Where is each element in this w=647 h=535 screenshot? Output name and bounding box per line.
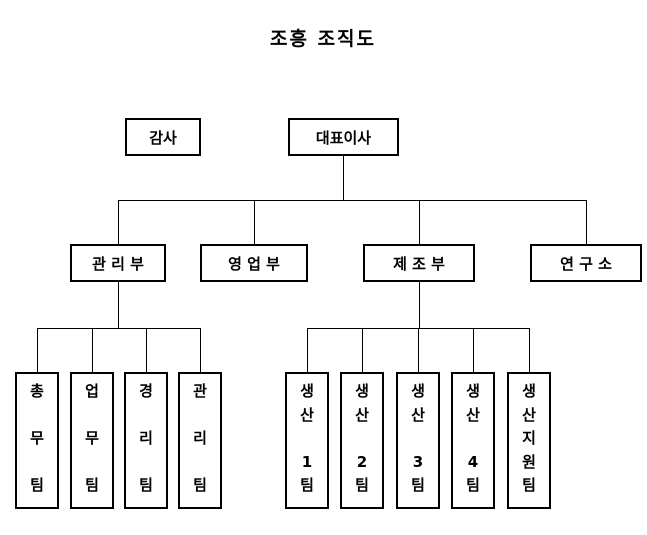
vertical-char: 생	[522, 382, 536, 400]
vertical-char	[34, 451, 39, 475]
org-node-manufacturing-dept: 제 조 부	[363, 244, 475, 282]
vertical-char: 4	[467, 452, 479, 471]
vertical-char	[143, 451, 148, 475]
vertical-char: 산	[300, 405, 314, 424]
vertical-char: 팀	[193, 476, 207, 494]
vertical-char: 리	[193, 429, 207, 447]
vertical-char: 총	[30, 382, 44, 400]
connector-manufacturing-vertical	[419, 282, 420, 328]
connector-drop-manufacturing	[419, 200, 420, 244]
vertical-char: 팀	[411, 476, 425, 494]
vertical-char	[415, 427, 420, 451]
vertical-char: 경	[139, 382, 153, 400]
vertical-char	[197, 404, 202, 428]
connector-drop-production-2-team	[362, 328, 363, 372]
connector-drop-production-1-team	[307, 328, 308, 372]
org-node-auditor: 감사	[125, 118, 201, 156]
vertical-char: 팀	[139, 476, 153, 494]
connector-drop-management	[118, 200, 119, 244]
vertical-char	[89, 451, 94, 475]
vertical-char: 팀	[30, 476, 44, 494]
vertical-char: 1	[301, 452, 313, 471]
vertical-char: 산	[411, 405, 425, 424]
org-node-sales-dept: 영 업 부	[200, 244, 308, 282]
vertical-char: 원	[522, 452, 536, 471]
vertical-char: 팀	[522, 476, 536, 494]
connector-ceo-vertical	[343, 156, 344, 200]
vertical-char: 무	[85, 429, 99, 447]
vertical-char	[304, 427, 309, 451]
org-node-accounting-team: 경 리 팀	[124, 372, 168, 509]
vertical-char: 팀	[85, 476, 99, 494]
org-node-ceo: 대표이사	[288, 118, 399, 156]
vertical-char: 팀	[466, 476, 480, 494]
connector-management-teams-horizontal	[37, 328, 201, 329]
vertical-char: 업	[85, 382, 99, 400]
vertical-char: 관	[193, 382, 207, 400]
connector-drop-research	[586, 200, 587, 244]
vertical-char: 생	[466, 382, 480, 400]
org-node-research-institute: 연 구 소	[530, 244, 642, 282]
org-node-operations-team: 업 무 팀	[70, 372, 114, 509]
vertical-char: 팀	[300, 476, 314, 494]
vertical-char: 산	[522, 405, 536, 424]
connector-departments-horizontal	[118, 200, 587, 201]
vertical-char: 리	[139, 429, 153, 447]
vertical-char	[470, 427, 475, 451]
org-node-general-affairs-team: 총 무 팀	[15, 372, 59, 509]
vertical-char: 3	[412, 452, 424, 471]
connector-drop-operations-team	[92, 328, 93, 372]
connector-drop-production-support-team	[529, 328, 530, 372]
vertical-char: 산	[355, 405, 369, 424]
connector-drop-production-3-team	[418, 328, 419, 372]
vertical-char	[143, 404, 148, 428]
chart-title: 조흥 조직도	[269, 28, 377, 50]
vertical-char: 무	[30, 429, 44, 447]
connector-management-vertical	[118, 282, 119, 328]
org-node-management-dept: 관 리 부	[70, 244, 166, 282]
vertical-char	[359, 427, 364, 451]
vertical-char: 지	[522, 429, 536, 447]
connector-drop-accounting-team	[146, 328, 147, 372]
connector-drop-sales	[254, 200, 255, 244]
vertical-char: 팀	[355, 476, 369, 494]
vertical-char	[197, 451, 202, 475]
org-node-management-team: 관 리 팀	[178, 372, 222, 509]
vertical-char: 2	[356, 452, 368, 471]
connector-drop-general-affairs-team	[37, 328, 38, 372]
vertical-char	[89, 404, 94, 428]
vertical-char: 생	[411, 382, 425, 400]
connector-drop-management-team	[200, 328, 201, 372]
vertical-char: 생	[300, 382, 314, 400]
connector-drop-production-4-team	[473, 328, 474, 372]
vertical-char	[34, 404, 39, 428]
vertical-char: 생	[355, 382, 369, 400]
vertical-char: 산	[466, 405, 480, 424]
